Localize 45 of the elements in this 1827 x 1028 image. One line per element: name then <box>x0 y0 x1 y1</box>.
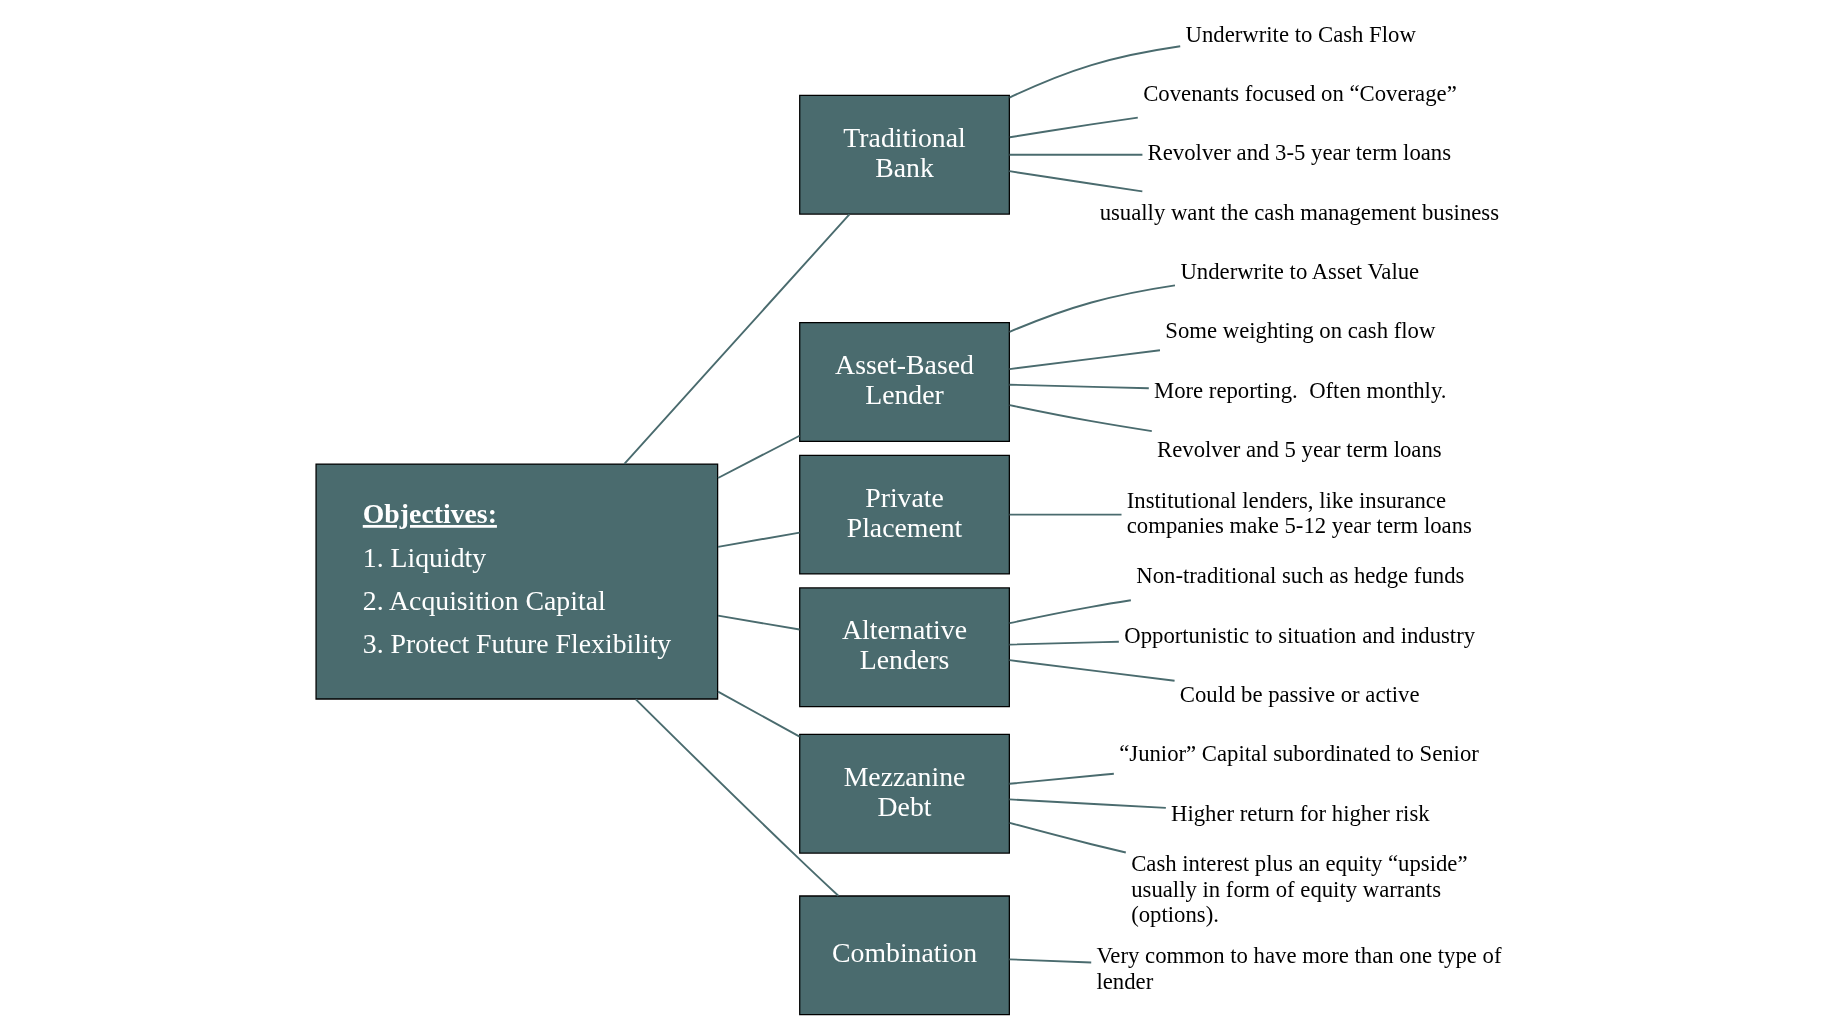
connector <box>1008 404 1153 433</box>
node-box: Combination <box>798 895 1010 1016</box>
node-text: Cash interest plus an equity “upside” usually in form of equity warrants (options). <box>1130 851 1467 927</box>
node-box: Mezzanine Debt <box>798 733 1010 854</box>
node-box: Asset-Based Lender <box>798 322 1010 442</box>
connector <box>716 614 801 631</box>
node-text: Non-traditional such as hedge funds <box>1135 563 1464 589</box>
node-text: Covenants focused on “Coverage” <box>1142 80 1457 106</box>
node-text: usually want the cash management business <box>1099 199 1499 225</box>
node-box: Traditional Bank <box>798 94 1010 215</box>
node-text: Institutional lenders, like insurance companies make 5-12 year term loans <box>1126 487 1472 538</box>
node-text: Higher return for higher risk <box>1170 800 1430 826</box>
connector <box>1008 640 1120 646</box>
connector <box>1008 772 1115 785</box>
connector <box>1008 659 1175 682</box>
node-text: More reporting. Often monthly. <box>1153 377 1446 403</box>
connector <box>1008 284 1176 333</box>
connector <box>1007 170 1143 193</box>
node-text: Very common to have more than one type of lender <box>1095 943 1502 994</box>
node-box: Alternative Lenders <box>798 587 1010 708</box>
connector <box>1008 958 1092 964</box>
node-text: Underwrite to Cash Flow <box>1185 21 1416 47</box>
connector <box>1008 513 1122 516</box>
connector <box>1008 821 1127 854</box>
connector <box>1008 153 1143 156</box>
connector <box>1008 349 1161 371</box>
node-text: Could be passive or active <box>1179 682 1420 708</box>
connector <box>1008 45 1181 99</box>
node-text: Revolver and 3-5 year term loans <box>1147 140 1451 166</box>
node-text: Revolver and 5 year term loans <box>1156 437 1442 463</box>
node-text: Opportunistic to situation and industry <box>1123 622 1475 648</box>
connector <box>1008 798 1167 809</box>
connector <box>716 531 801 548</box>
node-box: Objectives: 1. Liquidty 2. Acquisition Capital 3. Protect Future Flexibility <box>314 463 718 700</box>
connector <box>1008 599 1132 625</box>
connector <box>716 690 801 738</box>
node-text: Some weighting on cash flow <box>1164 318 1435 344</box>
node-text: “Junior” Capital subordinated to Senior <box>1118 741 1479 767</box>
node-box: Private Placement <box>798 454 1010 575</box>
connector <box>1008 116 1139 139</box>
connector <box>634 698 839 897</box>
node-text: Underwrite to Asset Value <box>1179 258 1419 284</box>
connector <box>622 213 850 465</box>
connector <box>716 434 801 479</box>
connector <box>1008 383 1150 390</box>
